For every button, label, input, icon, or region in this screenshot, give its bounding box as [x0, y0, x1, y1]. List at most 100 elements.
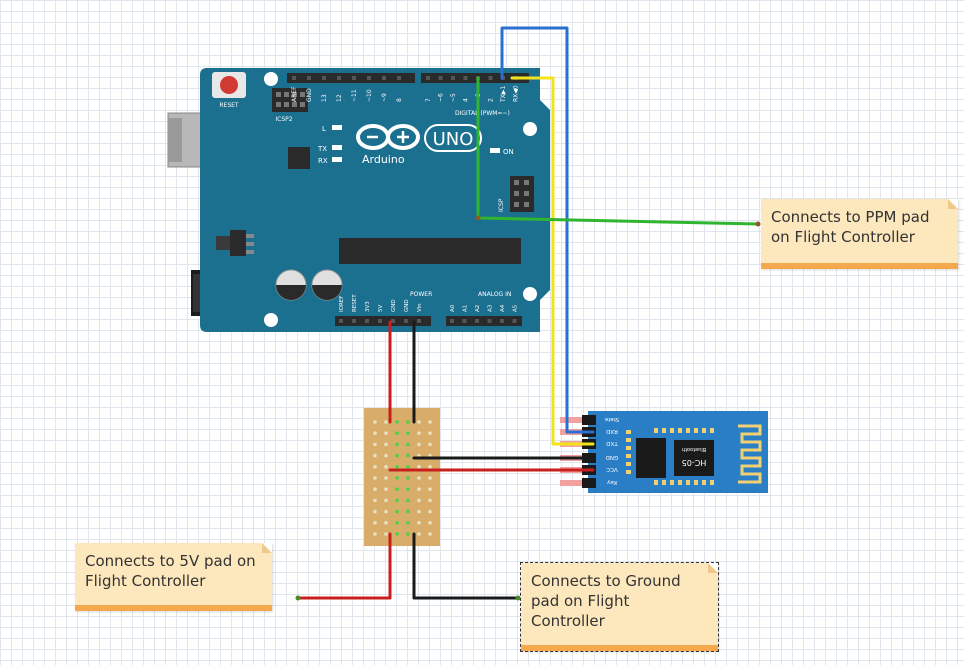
perfboard-hole[interactable]: [417, 476, 421, 480]
perfboard-hole[interactable]: [373, 465, 377, 469]
perfboard-hole[interactable]: [384, 509, 388, 514]
perfboard-hole[interactable]: [406, 521, 410, 525]
digital-pin-hole[interactable]: [397, 76, 401, 80]
perfboard-hole[interactable]: [428, 465, 432, 469]
note-ground-pad[interactable]: Connects to Ground pad on Flight Control…: [520, 562, 719, 652]
analog-pin-hole[interactable]: [500, 319, 504, 323]
digital-pin-hole[interactable]: [382, 76, 386, 80]
perfboard-hole[interactable]: [384, 521, 388, 525]
digital-pin-hole[interactable]: [451, 76, 455, 80]
perfboard-hole[interactable]: [384, 476, 388, 480]
perfboard-hole[interactable]: [395, 420, 399, 424]
bt-pin-header[interactable]: [582, 478, 596, 488]
perfboard-hole[interactable]: [384, 431, 388, 436]
perfboard-hole[interactable]: [406, 453, 410, 458]
perfboard-hole[interactable]: [395, 498, 399, 503]
perfboard-hole[interactable]: [428, 498, 432, 503]
perfboard-hole[interactable]: [428, 476, 432, 480]
perfboard-hole[interactable]: [406, 420, 410, 424]
perfboard-hole[interactable]: [428, 487, 432, 492]
digital-pin-hole[interactable]: [463, 76, 468, 80]
perfboard-hole[interactable]: [373, 476, 377, 480]
analog-pin-hole[interactable]: [450, 319, 454, 323]
perfboard-hole[interactable]: [417, 498, 421, 503]
perfboard-hole[interactable]: [417, 532, 421, 536]
perfboard-hole[interactable]: [384, 420, 388, 424]
power-pin-hole[interactable]: [339, 319, 343, 323]
perfboard-hole[interactable]: [373, 487, 377, 492]
analog-pin-hole[interactable]: [487, 319, 492, 323]
perfboard-hole[interactable]: [417, 521, 421, 525]
perfboard-hole[interactable]: [395, 521, 399, 525]
perfboard-hole[interactable]: [428, 442, 432, 447]
perfboard-hole[interactable]: [384, 442, 388, 447]
perfboard-hole[interactable]: [406, 509, 410, 514]
perfboard-hole[interactable]: [395, 465, 399, 469]
digital-pin-hole[interactable]: [352, 76, 356, 80]
perfboard-hole[interactable]: [373, 442, 377, 447]
wire-black-fc-gnd[interactable]: [412, 532, 520, 600]
perfboard-hole[interactable]: [373, 498, 377, 503]
perfboard-hole[interactable]: [428, 420, 432, 424]
perfboard-hole[interactable]: [373, 420, 377, 424]
digital-pin-hole[interactable]: [426, 76, 430, 80]
digital-pin-hole[interactable]: [307, 76, 311, 80]
digital-pin-hole[interactable]: [337, 76, 341, 80]
note-ppm-pad[interactable]: Connects to PPM pad on Flight Controller: [761, 199, 958, 269]
wire-blue-tx-rxd[interactable]: [500, 26, 595, 434]
bt-pin-header[interactable]: [582, 415, 596, 425]
perfboard-hole[interactable]: [406, 532, 410, 536]
analog-pin-hole[interactable]: [512, 319, 517, 323]
perfboard-hole[interactable]: [406, 442, 410, 447]
power-pin-hole[interactable]: [417, 319, 421, 323]
perfboard-hole[interactable]: [395, 532, 399, 536]
perfboard-hole[interactable]: [384, 453, 388, 458]
digital-pin-hole[interactable]: [367, 76, 371, 80]
perfboard-hole[interactable]: [417, 431, 421, 436]
wire-red-fc-5v[interactable]: [296, 532, 392, 600]
perfboard-hole[interactable]: [417, 465, 421, 469]
perfboard-hole[interactable]: [373, 431, 377, 436]
digital-pin-hole[interactable]: [322, 76, 326, 80]
perfboard-hole[interactable]: [373, 521, 377, 525]
perfboard-hole[interactable]: [417, 420, 421, 424]
perfboard-hole[interactable]: [428, 532, 432, 536]
perfboard-hole[interactable]: [406, 476, 410, 480]
reset-button[interactable]: [212, 72, 246, 98]
perfboard-hole[interactable]: [384, 498, 388, 503]
perfboard-hole[interactable]: [406, 465, 410, 469]
perfboard-hole[interactable]: [395, 442, 399, 447]
perfboard-hole[interactable]: [406, 487, 410, 492]
perfboard-hole[interactable]: [384, 465, 388, 469]
power-pin-hole[interactable]: [404, 319, 408, 323]
perfboard[interactable]: [364, 408, 440, 546]
digital-pin-hole[interactable]: [292, 76, 296, 80]
perfboard-hole[interactable]: [428, 521, 432, 525]
wire-yellow-rx-txd[interactable]: [510, 76, 595, 446]
power-pin-hole[interactable]: [391, 319, 395, 323]
perfboard-hole[interactable]: [417, 509, 421, 514]
perfboard-hole[interactable]: [373, 509, 377, 514]
perfboard-hole[interactable]: [417, 442, 421, 447]
perfboard-hole[interactable]: [417, 487, 421, 492]
digital-pin-hole[interactable]: [438, 76, 443, 80]
perfboard-hole[interactable]: [373, 453, 377, 458]
analog-pin-hole[interactable]: [475, 319, 479, 323]
perfboard-hole[interactable]: [373, 532, 377, 536]
power-pin-hole[interactable]: [365, 319, 369, 323]
perfboard-hole[interactable]: [395, 509, 399, 514]
perfboard-hole[interactable]: [384, 487, 388, 492]
perfboard-hole[interactable]: [384, 532, 388, 536]
perfboard-hole[interactable]: [395, 431, 399, 436]
analog-pin-hole[interactable]: [462, 319, 467, 323]
perfboard-hole[interactable]: [406, 431, 410, 436]
perfboard-hole[interactable]: [395, 487, 399, 492]
perfboard-hole[interactable]: [395, 476, 399, 480]
power-pin-hole[interactable]: [378, 319, 382, 323]
note-5v-pad[interactable]: Connects to 5V pad on Flight Controller: [75, 543, 272, 611]
digital-pin-hole[interactable]: [488, 76, 493, 80]
perfboard-hole[interactable]: [428, 509, 432, 514]
perfboard-hole[interactable]: [406, 498, 410, 503]
